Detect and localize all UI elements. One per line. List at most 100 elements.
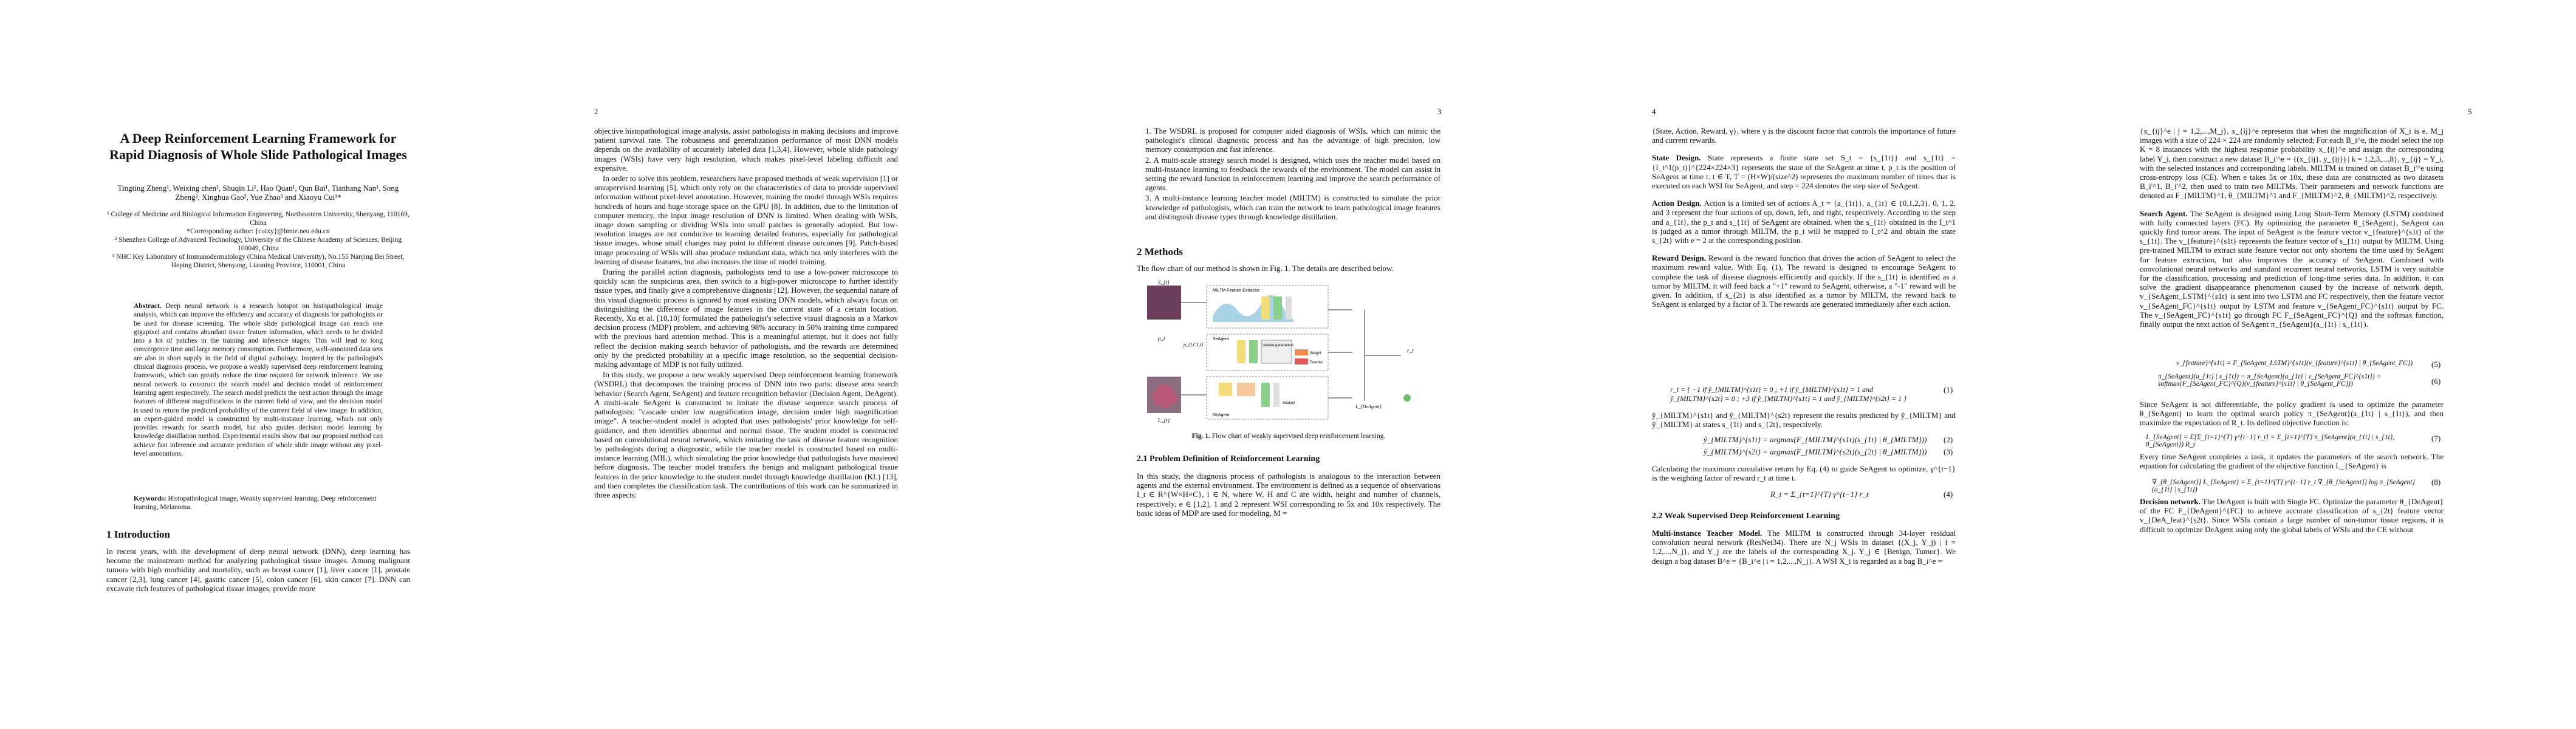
page-2: 2 objective histopathological image anal… xyxy=(515,0,1030,729)
network-block-green xyxy=(1273,296,1282,320)
equation-1: r_t = { −1 if ŷ_{MILTM}^{s1t} = 0 ; +1 i… xyxy=(1670,385,1906,403)
network-block-yellow xyxy=(1261,296,1270,320)
paragraph: During the parallel action diagnosis, pa… xyxy=(594,267,898,369)
teacher-model-text: The MILTM is constructed through 34-laye… xyxy=(1652,529,1956,566)
affiliation-1: ¹ College of Medicine and Biological Inf… xyxy=(107,211,409,227)
paragraph: {State, Action, Reward, γ}, where γ is t… xyxy=(1652,126,1956,145)
paragraph: Every time SeAgent completes a task, it … xyxy=(2140,452,2444,471)
decision-network-text: The DeAgent is built with Single FC. Opt… xyxy=(2140,497,2444,534)
paper-title: A Deep Reinforcement Learning Framework … xyxy=(109,131,407,162)
fig-label-bottom: L_{t} xyxy=(1157,417,1170,423)
intro-paragraph: In recent years, with the development of… xyxy=(106,547,410,593)
abstract-label: Abstract. xyxy=(134,303,162,310)
page-number: 4 xyxy=(1652,107,1656,116)
page-3: 3 1. The WSDRL is proposed for computer … xyxy=(1030,0,1546,729)
contributions-list: 1. The WSDRL is proposed for computer ai… xyxy=(1137,126,1440,222)
action-design-label: Action Design. xyxy=(1652,199,1702,208)
weight-box xyxy=(1295,349,1308,355)
page-2-body: objective histopathological image analys… xyxy=(594,126,898,501)
paragraph: ŷ_{MILTM}^{s1t} and ŷ_{MILTM}^{s2t} repr… xyxy=(1652,411,1956,430)
decision-network: Decision network. The DeAgent is built w… xyxy=(2140,497,2444,535)
network-block-grey xyxy=(1286,296,1292,320)
feature-curve xyxy=(1213,295,1295,322)
page-number: 3 xyxy=(1437,107,1442,116)
deagent-block xyxy=(1237,383,1255,396)
methods-intro: The flow chart of our method is shown in… xyxy=(1137,264,1440,274)
feature-extractor-box xyxy=(1206,285,1329,329)
seagent-block xyxy=(1237,340,1245,363)
tissue-region xyxy=(1152,383,1177,408)
equation-1-number: (1) xyxy=(1944,385,1953,394)
intro-text: In recent years, with the development of… xyxy=(106,547,410,594)
subsection-2-1-heading: 2.1 Problem Definition of Reinforcement … xyxy=(1137,454,1320,464)
affiliation-2: ² Shenzhen College of Advanced Technolog… xyxy=(114,236,402,252)
paragraph: Since SeAgent is not differentiable, the… xyxy=(2140,400,2444,428)
paragraph: objective histopathological image analys… xyxy=(594,126,898,173)
equation-8: ∇_{θ_{SeAgent}} L_{SeAgent} = Σ_{t=1}^{T… xyxy=(2152,479,2416,493)
equation-4-number: (4) xyxy=(1944,490,1953,499)
teacher-model: Multi-instance Teacher Model. The MILTM … xyxy=(1652,529,1956,567)
reward-design-label: Reward Design. xyxy=(1652,253,1706,263)
state-design: State Design. State represents a finite … xyxy=(1652,153,1956,190)
deagent-block xyxy=(1261,383,1270,407)
equation-8-number: (8) xyxy=(2431,477,2441,487)
equation-6: π_{SeAgent}(a_{1t} | s_{1t}) = π_{SeAgen… xyxy=(2158,373,2382,388)
decision-network-label: Decision network. xyxy=(2140,497,2201,506)
action-design: Action Design. Action is a limited set o… xyxy=(1652,199,1956,245)
keywords-label: Keywords: xyxy=(134,495,166,502)
section-2-heading: 2 Methods xyxy=(1137,246,1184,258)
fig-label-update: Update parameters xyxy=(1262,344,1293,347)
corresponding-author: *Corresponding author: {cuixy}@bmie.neu.… xyxy=(187,228,330,235)
search-agent: Search Agent. The SeAgent is designed us… xyxy=(2140,209,2444,329)
page-5: 5 {x_{ij}^e | j = 1,2,...,M_j}, x_{ij}^e… xyxy=(2061,0,2576,729)
page-1: A Deep Reinforcement Learning Framework … xyxy=(0,0,515,729)
page-4-body: {State, Action, Reward, γ}, where γ is t… xyxy=(1652,126,1956,310)
fig-label-deagent: DeAgent xyxy=(1213,413,1229,417)
page-5-gradient: Every time SeAgent completes a task, it … xyxy=(2140,452,2444,471)
paragraph: {x_{ij}^e | j = 1,2,...,M_j}, x_{ij}^e r… xyxy=(2140,126,2444,200)
subsection-2-1-text: In this study, the diagnosis process of … xyxy=(1137,471,1440,519)
abstract: Abstract. Deep neural network is a resea… xyxy=(134,302,383,458)
equation-2: ŷ_{MILTM}^{s1t} = argmax(F_{MILTM}^{s1t}… xyxy=(1704,435,1927,444)
fig-label-p-text: p_{LC1,t} xyxy=(1183,342,1204,347)
page-4: 4 {State, Action, Reward, γ}, where γ is… xyxy=(1546,0,2061,729)
equation-4: R_t = Σ_{t=1}^{T} γ^{t−1} r_t xyxy=(1770,490,1869,499)
reward-design: Reward Design. Reward is the reward func… xyxy=(1652,253,1956,309)
equation-7-number: (7) xyxy=(2431,434,2441,443)
equation-2-number: (2) xyxy=(1944,435,1953,444)
page-5-body: {x_{ij}^e | j = 1,2,...,M_j}, x_{ij}^e r… xyxy=(2140,126,2444,330)
figure-caption-text: Flow chart of weakly supervised deep rei… xyxy=(1211,433,1386,440)
paragraph: The flow chart of our method is shown in… xyxy=(1137,264,1394,273)
list-item: 3. A multi-instance learning teacher mod… xyxy=(1145,193,1440,221)
state-design-label: State Design. xyxy=(1652,153,1701,163)
paragraph: In this study, we propose a new weakly s… xyxy=(594,370,898,499)
keywords: Keywords: Histopathological image, Weakl… xyxy=(134,495,383,512)
update-box xyxy=(1261,340,1292,364)
search-agent-text: The SeAgent is designed using Long Short… xyxy=(2140,208,2444,329)
equation-3: ŷ_{MILTM}^{s2t} = argmax(F_{MILTM}^{s2t}… xyxy=(1704,447,1927,456)
fig-label-loss: L_{DeAgent} xyxy=(1355,404,1382,409)
teacher-box xyxy=(1295,358,1308,364)
paragraph: Calculating the maximum cumulative retur… xyxy=(1652,464,1956,483)
page-5-policy: Since SeAgent is not differentiable, the… xyxy=(2140,400,2444,429)
output-node xyxy=(1403,394,1411,402)
page-number: 2 xyxy=(594,107,598,116)
reward-design-text: Reward is the reward function that drive… xyxy=(1652,253,1956,309)
equation-5: v_{feature}^{s1t} = F_{SeAgent_LSTM}^{s1… xyxy=(2176,360,2413,367)
seagent-block xyxy=(1249,340,1258,363)
affiliations: ¹ College of Medicine and Biological Inf… xyxy=(106,210,410,270)
page-4-eq-text: ŷ_{MILTM}^{s1t} and ŷ_{MILTM}^{s2t} repr… xyxy=(1652,411,1956,430)
list-item: 2. A multi-scale strategy search model i… xyxy=(1145,155,1440,193)
figure-label: Fig. 1. xyxy=(1191,433,1210,440)
fig-label-state: S_{t} xyxy=(1158,279,1170,286)
subsection-2-2-heading: 2.2 Weak Supervised Deep Reinforcement L… xyxy=(1652,512,1840,521)
state-design-text: State represents a finite state set S_t … xyxy=(1652,153,1956,191)
fig-label-student: Student xyxy=(1283,402,1295,405)
search-agent-label: Search Agent. xyxy=(2140,208,2188,218)
deagent-block xyxy=(1219,383,1232,396)
affiliation-3: ³ NHC Key Laboratory of Immunodermatolog… xyxy=(112,253,405,269)
page-number: 5 xyxy=(2468,107,2472,116)
paragraph: Multi-instance Teacher Model. The MILTM … xyxy=(1652,529,1956,566)
fig-label-env: MILTM Feature Extractor xyxy=(1213,289,1260,293)
paragraph: In this study, the diagnosis process of … xyxy=(1137,471,1440,518)
